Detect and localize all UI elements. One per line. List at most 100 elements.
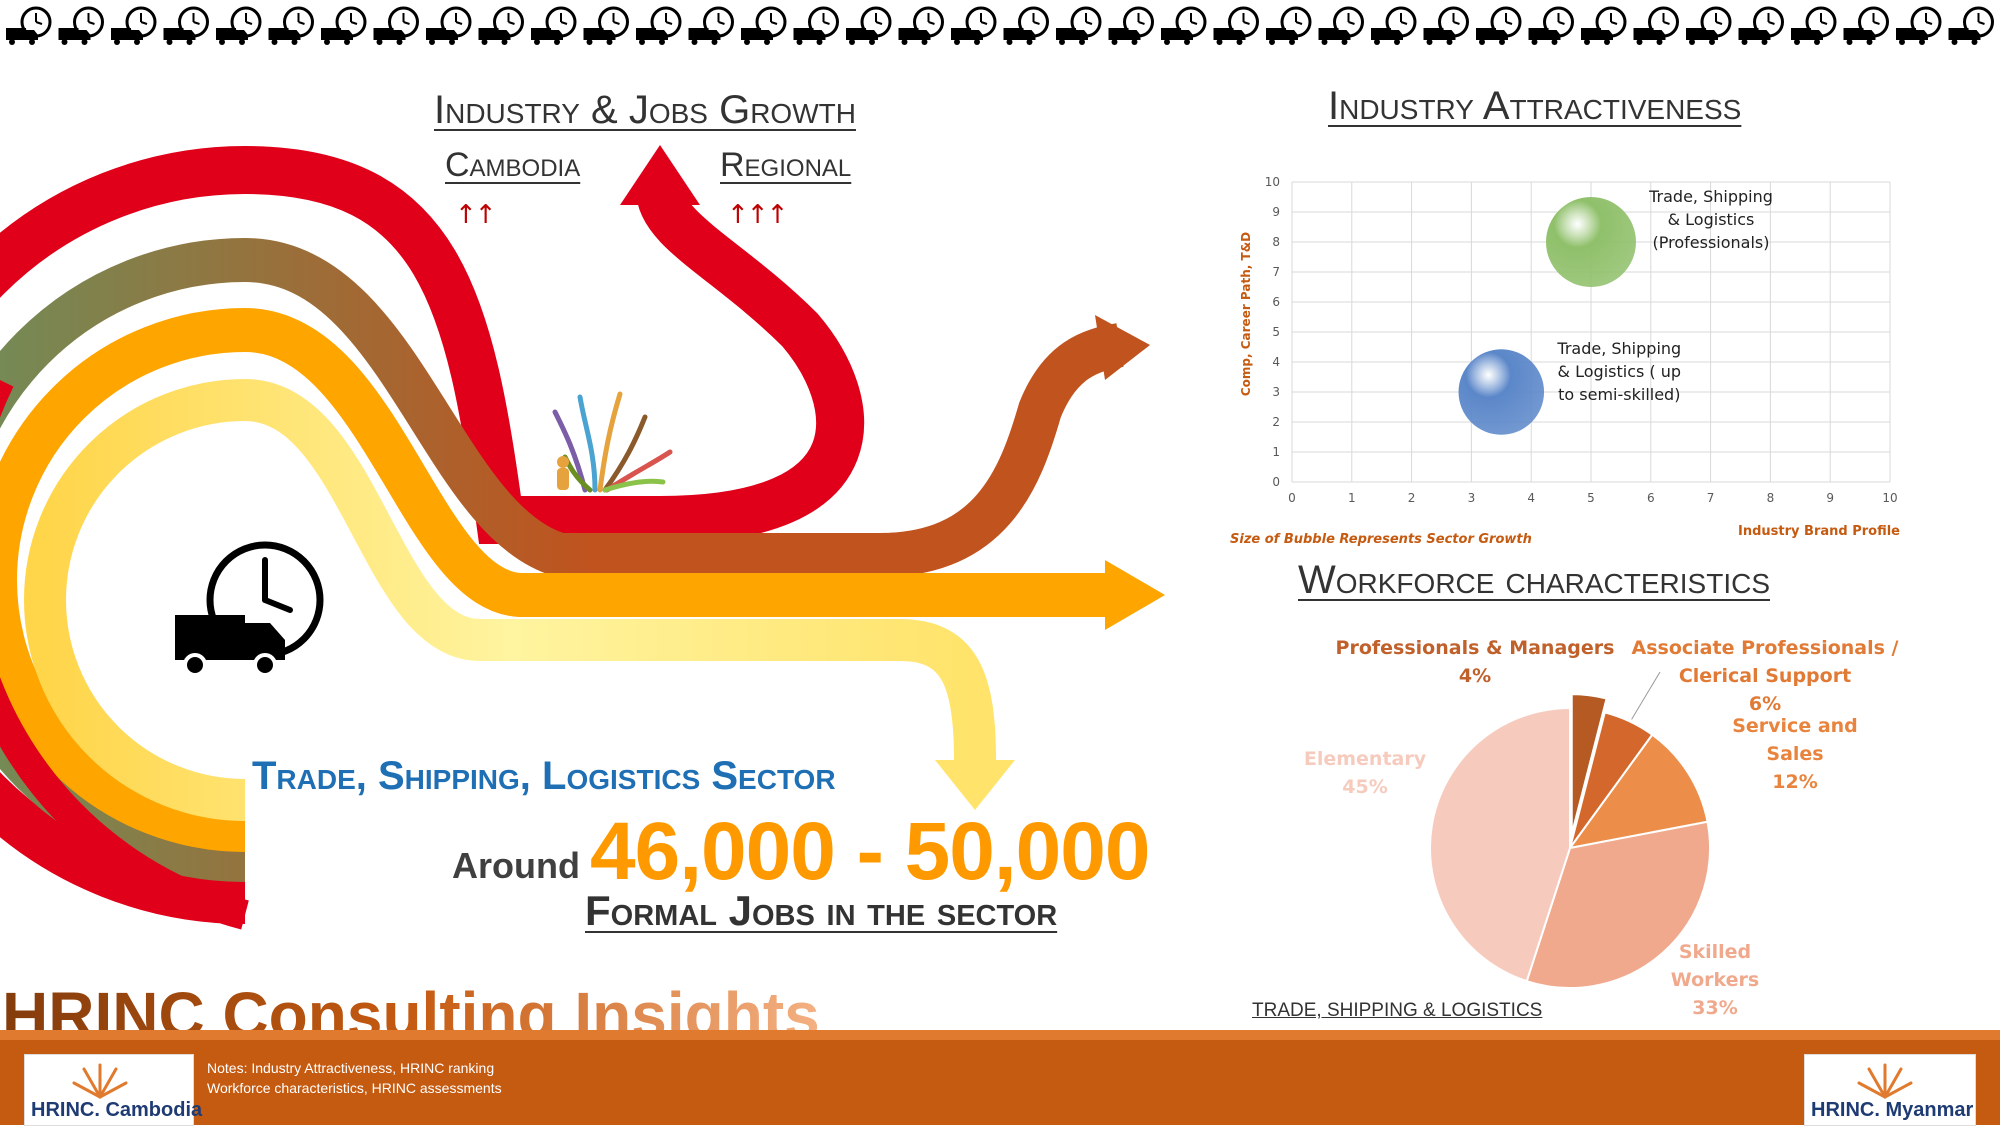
strip-truck-clock-icon xyxy=(1371,6,1417,45)
strip-truck-clock-icon xyxy=(1213,6,1259,45)
strip-truck-clock-icon xyxy=(111,6,157,45)
truck-icon xyxy=(175,615,285,677)
x-tick-label: 1 xyxy=(1348,491,1356,505)
strip-truck-clock-icon xyxy=(1423,6,1469,45)
jobs-range: 46,000 - 50,000 xyxy=(590,806,1150,897)
attractiveness-title: Industry Attractiveness xyxy=(1328,84,1742,128)
logo-right-hr: HRINC. xyxy=(1811,1099,1880,1121)
pie-leader-line xyxy=(1631,671,1661,720)
strip-truck-clock-icon xyxy=(1633,6,1679,45)
regional-growth-arrows: ↑↑↑ xyxy=(727,200,788,230)
x-tick-label: 7 xyxy=(1707,491,1715,505)
x-tick-label: 6 xyxy=(1647,491,1655,505)
pie-label: 33% xyxy=(1692,997,1737,1019)
x-tick-label: 9 xyxy=(1826,491,1834,505)
x-tick-label: 10 xyxy=(1882,491,1897,505)
bubble-label: Trade, Shipping xyxy=(1556,339,1681,358)
bubble-point xyxy=(1458,349,1545,435)
strip-truck-clock-icon xyxy=(1896,6,1942,45)
bubble-label: Trade, Shipping xyxy=(1648,187,1773,206)
branching-arrows-icon xyxy=(552,391,673,493)
pie-label: Associate Professionals / xyxy=(1632,637,1899,659)
strip-truck-clock-icon xyxy=(898,6,944,45)
strip-truck-clock-icon xyxy=(268,6,314,45)
hrinc-sunburst-icon xyxy=(1857,1063,1913,1099)
pie-label: Service and xyxy=(1732,715,1858,737)
y-tick-label: 1 xyxy=(1272,445,1280,459)
strip-truck-clock-icon xyxy=(583,6,629,45)
pie-label: Sales xyxy=(1766,743,1823,765)
truck-clock-icon-strip xyxy=(6,6,1994,45)
strip-truck-clock-icon xyxy=(1581,6,1627,45)
strip-truck-clock-icon xyxy=(1686,6,1732,45)
workforce-pie-chart: Professionals & Managers 4% Associate Prof… xyxy=(1304,637,1899,1019)
bubble-label: & Logistics xyxy=(1668,210,1755,229)
pie-label: Professionals & Managers xyxy=(1336,637,1615,659)
strip-truck-clock-icon xyxy=(1266,6,1312,45)
y-tick-label: 7 xyxy=(1272,265,1280,279)
logo-left-hr: HRINC. xyxy=(31,1099,100,1121)
strip-truck-clock-icon xyxy=(478,6,524,45)
logo-myanmar: HRINC. Myanmar xyxy=(1804,1054,1976,1126)
logo-cambodia: HRINC. Cambodia xyxy=(24,1054,202,1126)
y-tick-label: 4 xyxy=(1272,355,1280,369)
strip-truck-clock-icon xyxy=(846,6,892,45)
strip-truck-clock-icon xyxy=(321,6,367,45)
x-tick-label: 4 xyxy=(1527,491,1535,505)
x-tick-label: 3 xyxy=(1468,491,1476,505)
y-tick-label: 2 xyxy=(1272,415,1280,429)
x-tick-label: 2 xyxy=(1408,491,1416,505)
pie-label: Clerical Support xyxy=(1679,665,1851,687)
strip-truck-clock-icon xyxy=(1318,6,1364,45)
bubble-label: to semi-skilled) xyxy=(1558,385,1680,404)
strip-truck-clock-icon xyxy=(636,6,682,45)
notes-line1: Notes: Industry Attractiveness, HRINC ra… xyxy=(207,1060,495,1076)
regional-label: Regional xyxy=(720,146,852,184)
walking-person-icon xyxy=(545,450,546,451)
pie-label: Workers xyxy=(1671,969,1759,991)
growth-title: Industry & Jobs Growth xyxy=(434,88,856,132)
x-tick-label: 5 xyxy=(1587,491,1595,505)
around-label: Around xyxy=(452,845,580,886)
strip-truck-clock-icon xyxy=(6,6,52,45)
notes-line2: Workforce characteristics, HRINC assessm… xyxy=(207,1080,502,1096)
pie-label: 4% xyxy=(1459,665,1491,687)
bubble-label: (Professionals) xyxy=(1653,233,1770,252)
pie-label: Skilled xyxy=(1679,941,1751,963)
workforce-title: Workforce characteristics xyxy=(1298,558,1771,602)
x-axis-label: Industry Brand Profile xyxy=(1738,524,1900,539)
pie-label: 6% xyxy=(1749,693,1781,715)
hrinc-sunburst-icon xyxy=(72,1063,128,1099)
strip-truck-clock-icon xyxy=(1738,6,1784,45)
strip-truck-clock-icon xyxy=(1108,6,1154,45)
logo-right-country: Myanmar xyxy=(1885,1099,1974,1121)
y-tick-label: 6 xyxy=(1272,295,1280,309)
strip-truck-clock-icon xyxy=(373,6,419,45)
y-tick-label: 5 xyxy=(1272,325,1280,339)
bubble-label: & Logistics ( up xyxy=(1558,362,1681,381)
workforce-chart-caption: TRADE, SHIPPING & LOGISTICS xyxy=(1252,1000,1543,1021)
strip-truck-clock-icon xyxy=(531,6,577,45)
strip-truck-clock-icon xyxy=(58,6,104,45)
strip-truck-clock-icon xyxy=(688,6,734,45)
strip-truck-clock-icon xyxy=(1003,6,1049,45)
logo-left-country: Cambodia xyxy=(105,1099,203,1121)
strip-truck-clock-icon xyxy=(1843,6,1889,45)
pie-slice xyxy=(1567,733,1709,850)
pie-slice xyxy=(1429,706,1571,983)
truck-clock-icon xyxy=(175,541,324,677)
pie-label: 45% xyxy=(1342,776,1387,798)
strip-truck-clock-icon xyxy=(1948,6,1994,45)
y-tick-label: 0 xyxy=(1272,475,1280,489)
x-tick-label: 0 xyxy=(1288,491,1296,505)
bubble-size-note: Size of Bubble Represents Sector Growth xyxy=(1230,532,1532,547)
y-tick-label: 9 xyxy=(1272,205,1280,219)
strip-truck-clock-icon xyxy=(741,6,787,45)
x-tick-label: 8 xyxy=(1767,491,1775,505)
strip-truck-clock-icon xyxy=(426,6,472,45)
cambodia-growth-arrows: ↑↑ xyxy=(455,200,497,230)
strip-truck-clock-icon xyxy=(1528,6,1574,45)
pie-slice xyxy=(1525,820,1711,989)
cambodia-label: Cambodia xyxy=(445,146,581,184)
